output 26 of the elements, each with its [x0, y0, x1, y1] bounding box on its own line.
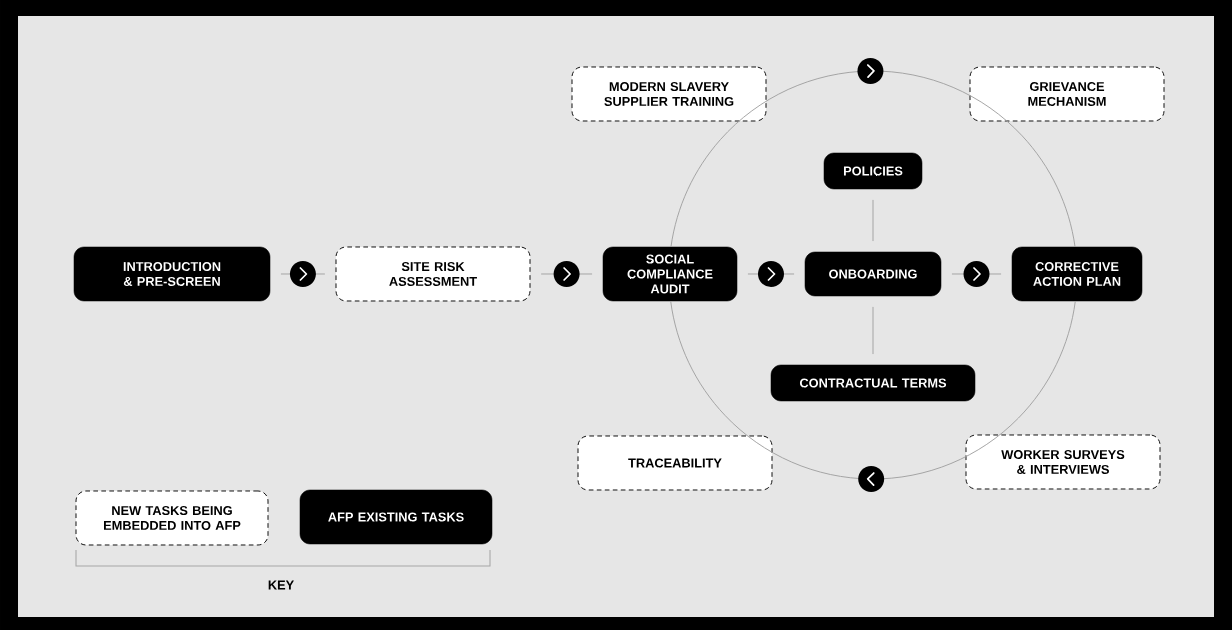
- dashed-task-box: SITE RISK ASSESSMENT: [335, 246, 531, 302]
- arrow: [951, 261, 1002, 287]
- key-label: KEY: [268, 580, 294, 590]
- task-box: CONTRACTUAL TERMS: [770, 364, 976, 402]
- task-box: AFP EXISTING TASKS: [299, 489, 493, 545]
- dashed-task-box: TRACEABILITY: [577, 435, 773, 491]
- arrow: [280, 261, 326, 287]
- dashed-task-box: MODERN SLAVERY SUPPLIER TRAINING: [571, 66, 767, 122]
- connector-line: [670, 139, 721, 248]
- connector-line: [1021, 135, 1076, 248]
- arrow: [719, 58, 1023, 141]
- arrow: [724, 415, 1019, 492]
- connector-line: [670, 300, 726, 416]
- dashed-task-box: WORKER SURVEYS & INTERVIEWS: [965, 434, 1161, 490]
- arrow: [540, 261, 593, 287]
- dashed-task-box: NEW TASKS BEING EMBEDDED INTO AFP: [75, 490, 269, 546]
- connector-line: [872, 306, 874, 355]
- connector-line: [1017, 300, 1076, 419]
- arrow: [747, 261, 795, 287]
- task-box: SOCIAL COMPLIANCE AUDIT: [602, 246, 738, 302]
- task-box: CORRECTIVE ACTION PLAN: [1011, 246, 1143, 302]
- connector-line: [872, 199, 874, 242]
- task-box: INTRODUCTION & PRE-SCREEN: [73, 246, 271, 302]
- dashed-task-box: GRIEVANCE MECHANISM: [969, 66, 1165, 122]
- task-box: POLICIES: [823, 152, 923, 190]
- task-box: ONBOARDING: [804, 251, 942, 297]
